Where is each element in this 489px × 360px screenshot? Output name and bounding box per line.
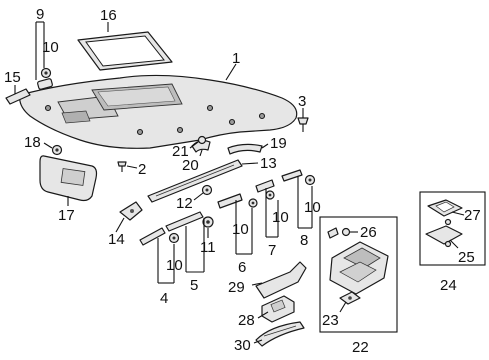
callout-labels: 16 9 10 15 1 3 18 17 2 19 21 20 13 12 14… bbox=[4, 6, 481, 356]
part-23-bulb bbox=[339, 291, 361, 305]
part-11-clip bbox=[202, 216, 214, 228]
label-3: 3 bbox=[298, 93, 306, 110]
label-10d: 10 bbox=[272, 209, 289, 226]
part-10-clip-d bbox=[265, 190, 275, 200]
label-4: 4 bbox=[160, 290, 168, 307]
label-17: 17 bbox=[58, 207, 75, 224]
part-7-trim bbox=[255, 179, 275, 193]
part-15-bracket bbox=[5, 88, 31, 105]
label-8: 8 bbox=[300, 232, 308, 249]
part-30-lens bbox=[255, 321, 305, 347]
part-10-clip-c bbox=[248, 198, 258, 208]
label-1: 1 bbox=[232, 50, 240, 67]
part-10-clip-e bbox=[304, 174, 316, 186]
label-16: 16 bbox=[100, 7, 117, 24]
part-10-clip-a bbox=[40, 67, 52, 79]
label-29: 29 bbox=[228, 279, 245, 296]
label-10b: 10 bbox=[166, 257, 183, 274]
label-24: 24 bbox=[440, 277, 457, 294]
label-13: 13 bbox=[260, 155, 277, 172]
label-19: 19 bbox=[270, 135, 287, 152]
label-10c: 10 bbox=[232, 221, 249, 238]
part-8-trim bbox=[281, 169, 303, 182]
part-5-trim bbox=[165, 211, 204, 232]
part-2-screw bbox=[117, 161, 127, 172]
label-10a: 10 bbox=[42, 39, 59, 56]
part-14-bracket bbox=[119, 201, 143, 221]
part-1-headliner bbox=[19, 74, 298, 149]
part-3-screw bbox=[297, 117, 309, 132]
part-10-clip-b bbox=[168, 232, 180, 244]
label-14: 14 bbox=[108, 231, 125, 248]
label-9: 9 bbox=[36, 6, 44, 23]
part-21-handle-clip bbox=[197, 135, 207, 145]
part-29-bracket bbox=[255, 261, 307, 299]
label-11: 11 bbox=[200, 239, 216, 256]
label-23: 23 bbox=[322, 312, 339, 329]
label-22: 22 bbox=[352, 339, 369, 356]
part-6-trim bbox=[217, 193, 243, 209]
part-4-trim bbox=[139, 227, 166, 246]
label-26: 26 bbox=[360, 224, 377, 241]
label-20: 20 bbox=[182, 157, 199, 174]
part-24-lamp-box bbox=[419, 191, 486, 266]
part-19-grab-handle bbox=[227, 143, 263, 155]
part-17-sun-visor bbox=[39, 155, 98, 202]
label-27: 27 bbox=[464, 207, 481, 224]
label-2: 2 bbox=[138, 161, 146, 178]
part-13-rail bbox=[147, 159, 243, 203]
part-16-sunroof-frame bbox=[77, 31, 173, 71]
part-25-lens bbox=[425, 218, 463, 248]
label-30: 30 bbox=[234, 337, 251, 354]
part-22-console-box bbox=[319, 216, 398, 333]
part-26-clip bbox=[327, 227, 351, 239]
part-12-clip bbox=[201, 184, 213, 196]
part-9-grab-handle-pin bbox=[37, 78, 53, 90]
label-7: 7 bbox=[268, 242, 276, 259]
part-27-lamp bbox=[427, 199, 463, 217]
label-15: 15 bbox=[4, 69, 21, 86]
label-6: 6 bbox=[238, 259, 246, 276]
leader-lines bbox=[14, 21, 465, 344]
label-12: 12 bbox=[176, 195, 193, 212]
label-28: 28 bbox=[238, 312, 255, 329]
label-10e: 10 bbox=[304, 199, 321, 216]
label-21: 21 bbox=[172, 143, 189, 160]
label-18: 18 bbox=[24, 134, 41, 151]
part-28-housing bbox=[261, 295, 295, 323]
part-18-visor-clip bbox=[51, 144, 63, 156]
label-25: 25 bbox=[458, 249, 475, 266]
label-5: 5 bbox=[190, 277, 198, 294]
